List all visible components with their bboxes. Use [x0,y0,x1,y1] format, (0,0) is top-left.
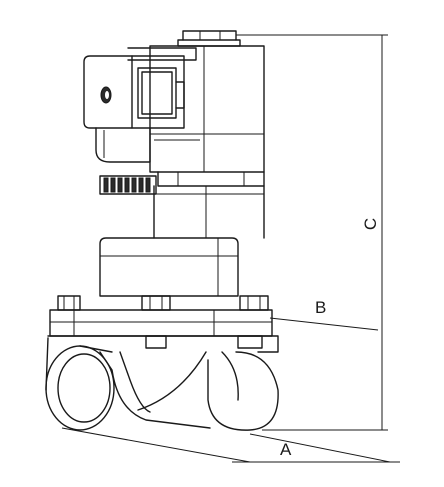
flange [49,309,273,337]
valve-body [47,335,279,431]
dimension-b: B [269,298,379,331]
dimension-a-label: A [280,440,292,459]
dimension-a: A [61,427,400,463]
armature-tube [153,185,265,239]
dimension-c-label: C [361,218,380,230]
knurled-nut [99,171,265,195]
electrical-connector [83,47,197,163]
dimension-c: C [236,34,388,431]
inlet-port [45,337,115,431]
coil-housing [149,45,265,173]
bonnet [99,237,239,297]
bolt-left [57,295,81,311]
dimension-b-label: B [315,298,326,317]
top-nut [177,30,241,47]
